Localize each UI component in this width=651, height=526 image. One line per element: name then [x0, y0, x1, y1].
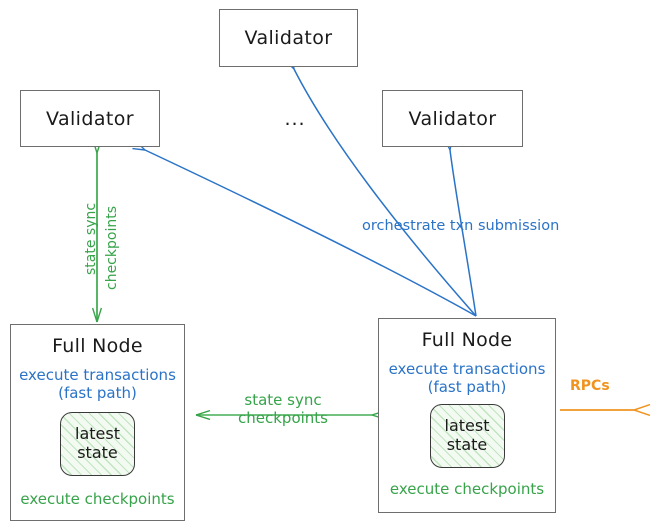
- full-node-left-execute-checkpoints: execute checkpoints: [20, 489, 175, 508]
- label-state-sync-middle: state sync checkpoints: [238, 391, 328, 427]
- validator-top-label: Validator: [244, 27, 333, 49]
- validator-left-label: Validator: [46, 107, 134, 130]
- arrow-fullnode-to-validator-left: [132, 140, 477, 317]
- arrow-fullnode-to-validator-top: [284, 56, 477, 317]
- arrow-fullnode-to-validator-right: [443, 137, 477, 317]
- full-node-left-title: Full Node: [52, 335, 143, 357]
- full-node-left-latest-state: latest state: [60, 411, 135, 476]
- label-rpcs: RPCs: [570, 378, 610, 394]
- full-node-left[interactable]: Full Node execute transactions (fast pat…: [10, 324, 185, 521]
- full-node-left-execute-transactions: execute transactions (fast path): [19, 366, 176, 403]
- full-node-right-latest-state: latest state: [429, 403, 505, 468]
- label-state-sync-vertical-line1: state sync: [83, 202, 99, 275]
- label-orchestrate-txn-submission: orchestrate txn submission: [362, 218, 560, 234]
- validator-box-right[interactable]: Validator: [382, 90, 523, 147]
- validator-box-left[interactable]: Validator: [20, 90, 160, 147]
- full-node-right-execute-transactions: execute transactions (fast path): [388, 360, 546, 397]
- full-node-right-title: Full Node: [421, 329, 513, 351]
- validator-box-top[interactable]: Validator: [219, 9, 358, 67]
- label-state-sync-vertical-line2: checkpoints: [104, 206, 120, 290]
- full-node-right-execute-checkpoints: execute checkpoints: [389, 479, 545, 498]
- full-node-right[interactable]: Full Node execute transactions (fast pat…: [378, 318, 556, 513]
- validator-right-label: Validator: [408, 107, 497, 130]
- validators-ellipsis: ...: [284, 108, 306, 130]
